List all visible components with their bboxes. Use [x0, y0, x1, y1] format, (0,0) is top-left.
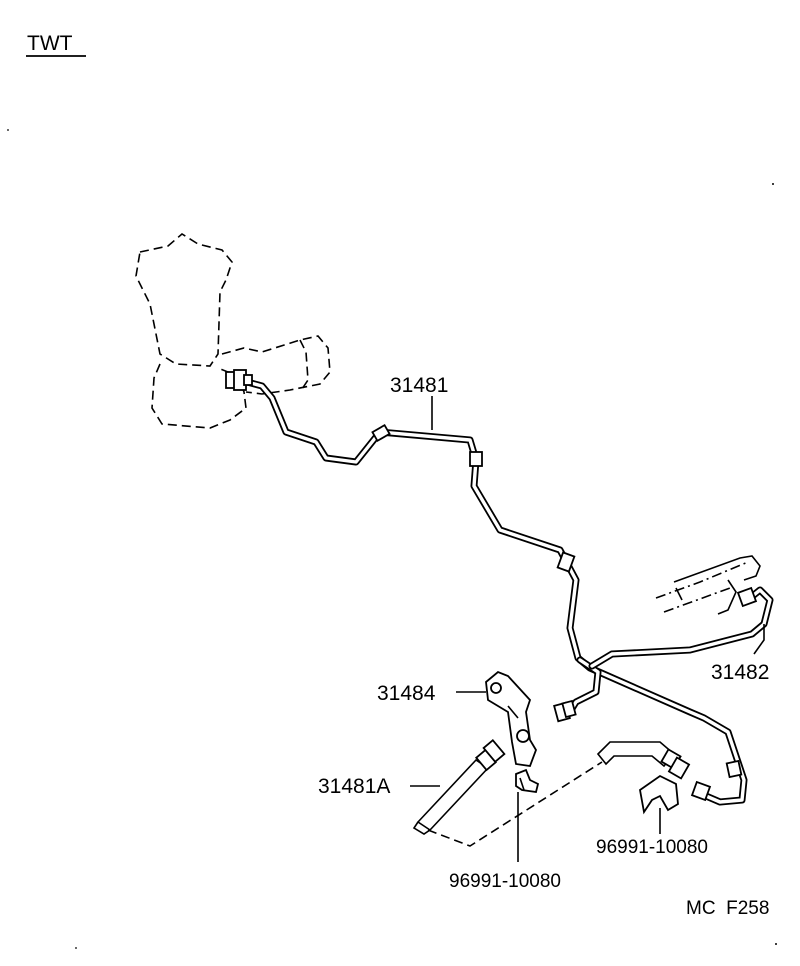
bracket-31484	[485, 670, 537, 767]
release-cylinder-phantom	[655, 555, 761, 615]
label-31481: 31481	[390, 374, 448, 397]
union-nut	[553, 699, 577, 723]
hose-phantom-link	[427, 761, 603, 847]
speck	[775, 943, 777, 945]
clip-right	[639, 774, 679, 815]
hose-right	[596, 741, 712, 802]
figure-code: MC F258	[686, 898, 769, 919]
label-clip-left: 96991-10080	[449, 871, 561, 892]
clip-left	[515, 768, 540, 794]
label-31482: 31482	[711, 661, 769, 684]
hose-31481A	[412, 738, 506, 835]
speck	[772, 183, 774, 185]
tube-31482	[588, 586, 774, 670]
variant-label: TWT	[27, 32, 73, 55]
leader-31482	[753, 624, 765, 655]
speck	[75, 947, 77, 949]
tube-31481	[236, 376, 748, 806]
label-31484: 31484	[377, 682, 436, 705]
flare-nut-master	[225, 369, 253, 391]
speck	[7, 129, 9, 131]
master-cylinder-phantom	[135, 233, 331, 429]
label-clip-right: 96991-10080	[596, 837, 708, 858]
label-31481A: 31481A	[318, 775, 390, 798]
